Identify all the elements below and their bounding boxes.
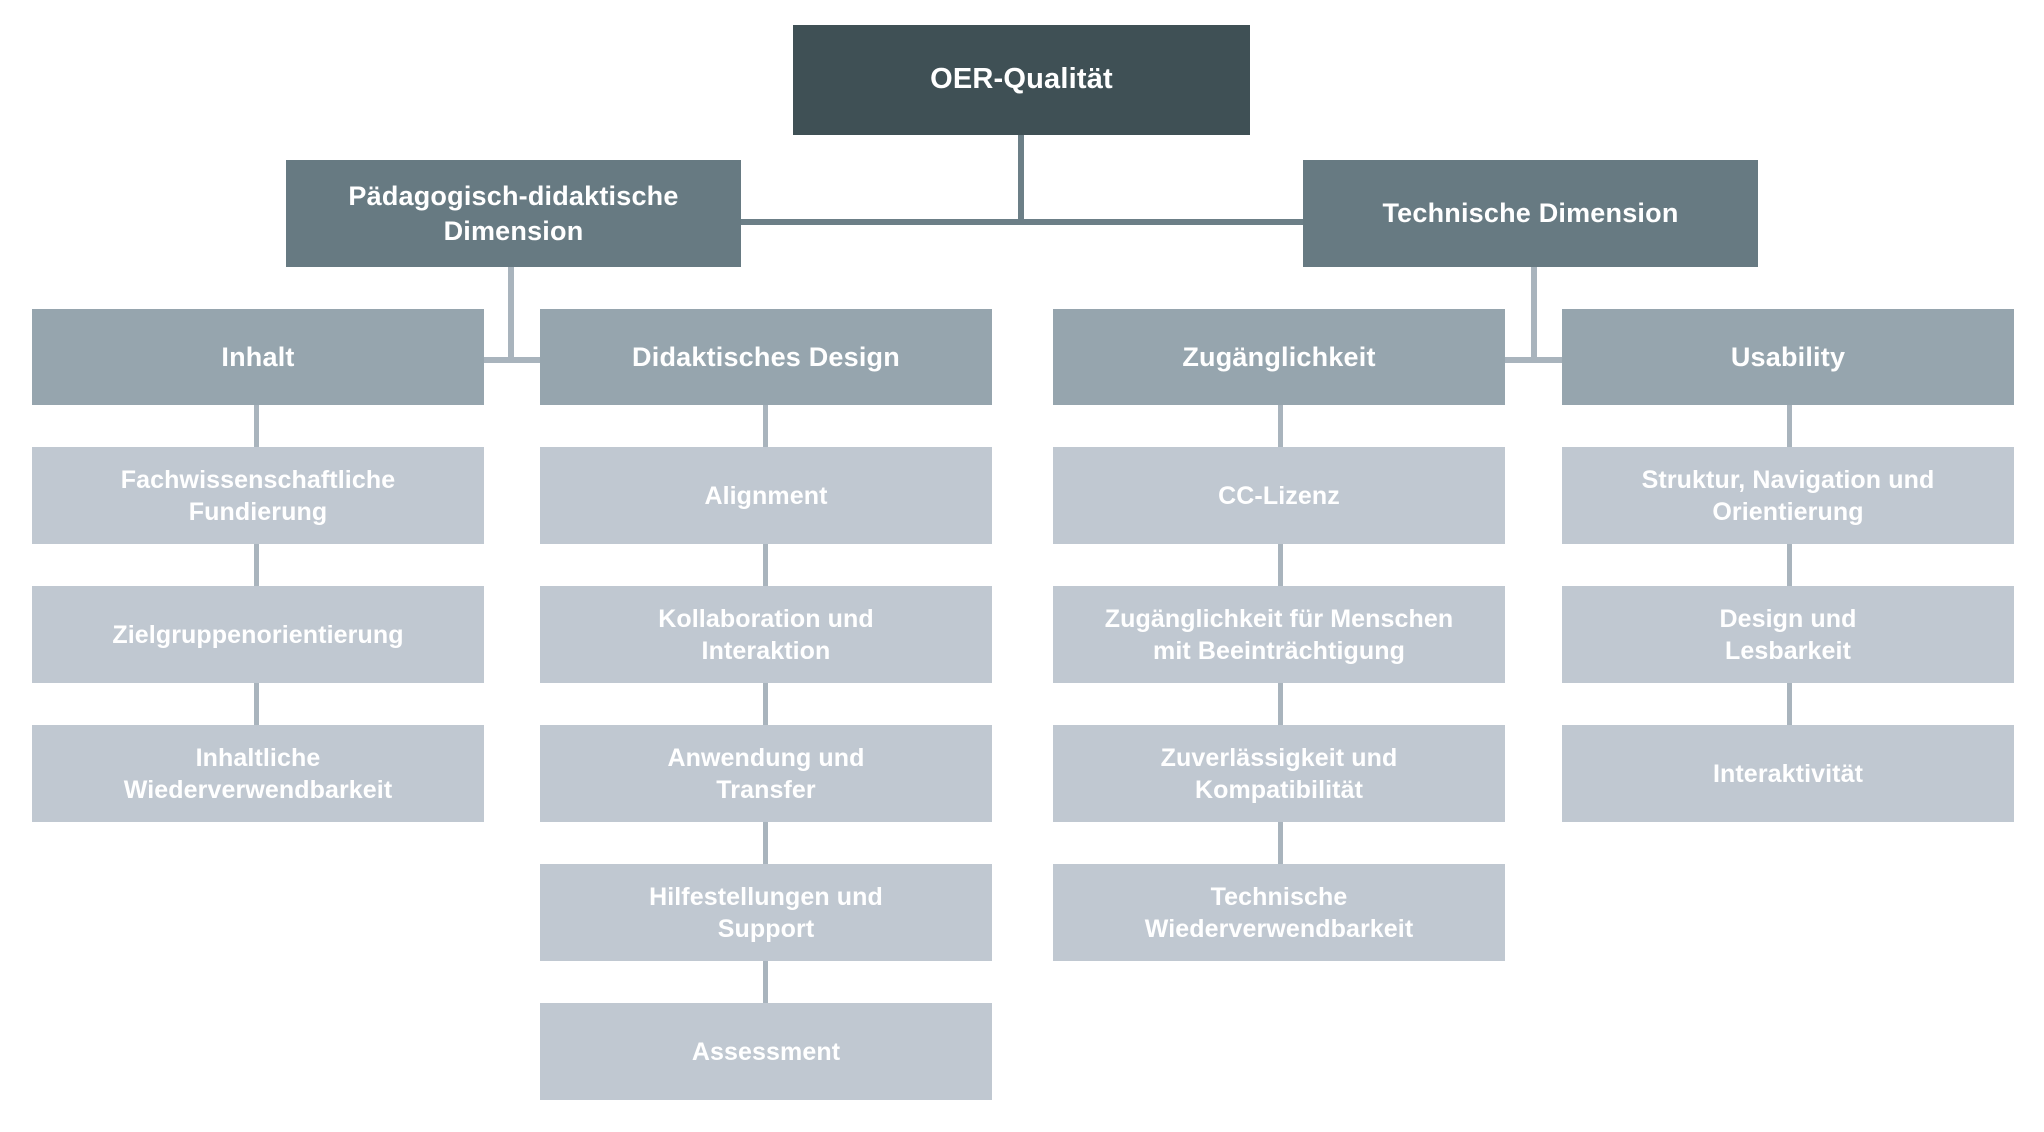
node-leaf-usability-0[interactable]: Struktur, Navigation und Orientierung <box>1562 447 2014 544</box>
connector-pedagogical-stem <box>508 266 514 361</box>
node-dimension-technical[interactable]: Technische Dimension <box>1303 160 1758 267</box>
node-leaf-zugaenglichkeit-1[interactable]: Zugänglichkeit für Menschen mit Beeinträ… <box>1053 586 1505 683</box>
node-category-didaktisches-design[interactable]: Didaktisches Design <box>540 309 992 405</box>
connector-technical-stem <box>1531 266 1537 361</box>
connector-dimension-spine <box>738 219 1304 225</box>
node-category-zugaenglichkeit[interactable]: Zugänglichkeit <box>1053 309 1505 405</box>
node-leaf-usability-1[interactable]: Design und Lesbarkeit <box>1562 586 2014 683</box>
node-leaf-inhalt-2[interactable]: Inhaltliche Wiederverwendbarkeit <box>32 725 484 822</box>
node-leaf-didaktisches-design-2[interactable]: Anwendung und Transfer <box>540 725 992 822</box>
node-leaf-inhalt-0[interactable]: Fachwissenschaftliche Fundierung <box>32 447 484 544</box>
node-leaf-usability-2[interactable]: Interaktivität <box>1562 725 2014 822</box>
node-leaf-didaktisches-design-4[interactable]: Assessment <box>540 1003 992 1100</box>
node-dimension-pedagogical[interactable]: Pädagogisch-didaktische Dimension <box>286 160 741 267</box>
node-leaf-didaktisches-design-0[interactable]: Alignment <box>540 447 992 544</box>
node-leaf-zugaenglichkeit-3[interactable]: Technische Wiederverwendbarkeit <box>1053 864 1505 961</box>
node-category-inhalt[interactable]: Inhalt <box>32 309 484 405</box>
node-leaf-zugaenglichkeit-2[interactable]: Zuverlässigkeit und Kompatibilität <box>1053 725 1505 822</box>
node-leaf-inhalt-1[interactable]: Zielgruppenorientierung <box>32 586 484 683</box>
node-leaf-zugaenglichkeit-0[interactable]: CC-Lizenz <box>1053 447 1505 544</box>
node-leaf-didaktisches-design-3[interactable]: Hilfestellungen und Support <box>540 864 992 961</box>
connector-root-stem <box>1018 134 1024 222</box>
node-category-usability[interactable]: Usability <box>1562 309 2014 405</box>
node-root[interactable]: OER-Qualität <box>793 25 1250 135</box>
connector-pedagogical-spine <box>257 357 765 363</box>
connector-technical-spine <box>1281 357 1789 363</box>
node-leaf-didaktisches-design-1[interactable]: Kollaboration und Interaktion <box>540 586 992 683</box>
